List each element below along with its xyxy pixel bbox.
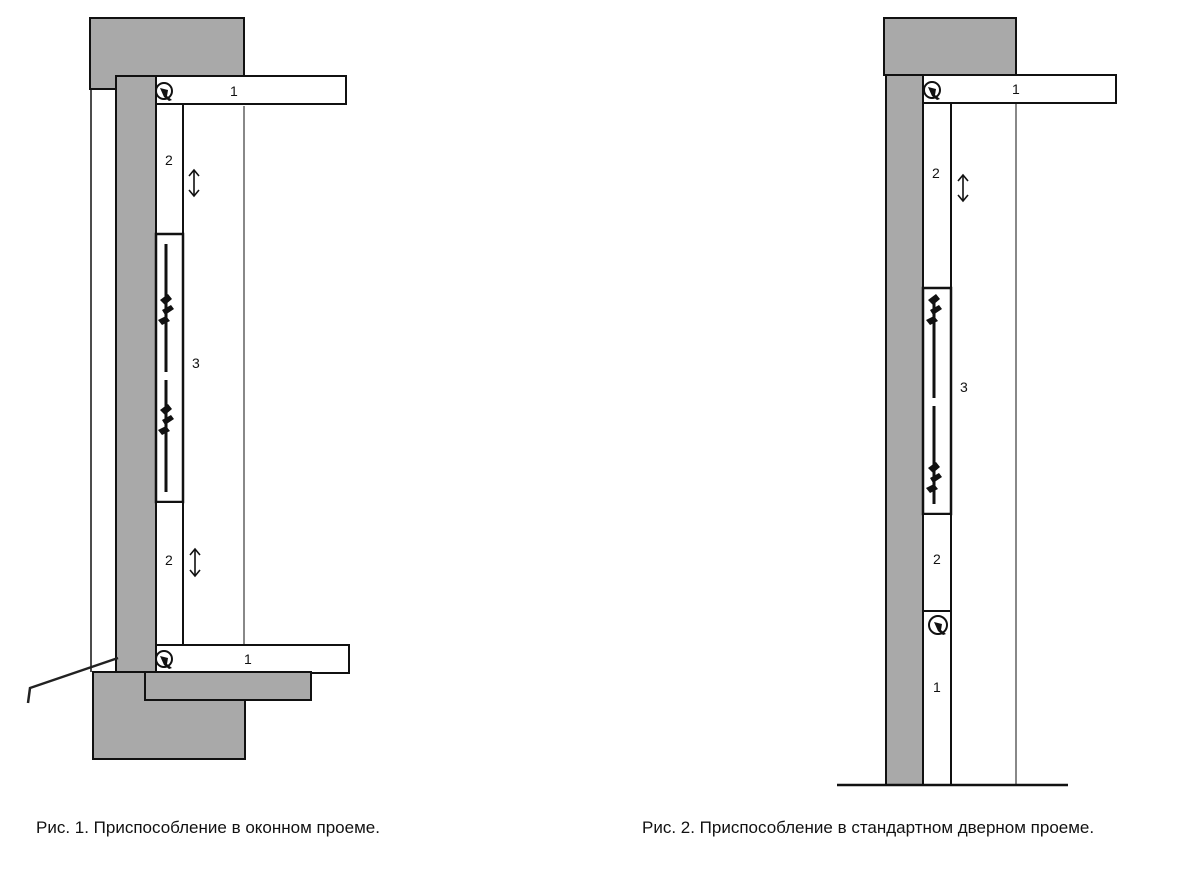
clamp-mark-upper — [158, 294, 174, 325]
figure-1-caption: Рис. 1. Приспособление в оконном проеме. — [36, 818, 380, 837]
door-label-lower-extension: 2 — [933, 551, 941, 567]
label-top-bar: 1 — [230, 83, 238, 99]
upper-extension-2 — [155, 103, 184, 235]
door-label-central-member: 3 — [960, 379, 968, 395]
clamp-mark-lower — [158, 404, 174, 435]
label-central-member: 3 — [192, 355, 200, 371]
adjust-arrow-top-icon — [188, 168, 200, 198]
door-top-bar-1 — [922, 74, 1117, 104]
door-upper-wall-block — [883, 17, 1017, 76]
door-upper-extension-2 — [922, 102, 952, 289]
figure-1-window-opening: 1 2 3 2 1 — [26, 17, 350, 760]
window-sill — [144, 671, 312, 701]
leader-line — [26, 656, 119, 704]
label-bottom-bar: 1 — [244, 651, 252, 667]
door-label-top-bar: 1 — [1012, 81, 1020, 97]
door-label-upper-extension: 2 — [932, 165, 940, 181]
door-top-hinge — [923, 81, 941, 100]
lower-extension-2 — [155, 501, 184, 646]
bottom-hinge — [155, 650, 173, 669]
door-clamp-mark-lower — [926, 462, 942, 493]
top-bar-1 — [155, 75, 347, 105]
bottom-bar-1 — [155, 644, 350, 674]
adjust-arrow-bottom-icon — [189, 547, 201, 578]
figure-2-door-opening: 1 2 3 2 1 — [837, 17, 1117, 787]
door-adjust-arrow-icon — [957, 173, 969, 203]
window-jamb — [115, 75, 157, 673]
door-lower-hinge — [928, 615, 948, 635]
top-hinge — [155, 82, 173, 101]
door-label-bottom-member: 1 — [933, 679, 941, 695]
door-jamb — [885, 74, 924, 786]
label-lower-extension: 2 — [165, 552, 173, 568]
figure-2-caption: Рис. 2. Приспособление в стандартном две… — [642, 818, 1095, 837]
central-member-3 — [154, 232, 185, 504]
door-clamp-mark-upper — [926, 294, 942, 325]
label-upper-extension: 2 — [165, 152, 173, 168]
door-bottom-member-1 — [922, 610, 952, 786]
